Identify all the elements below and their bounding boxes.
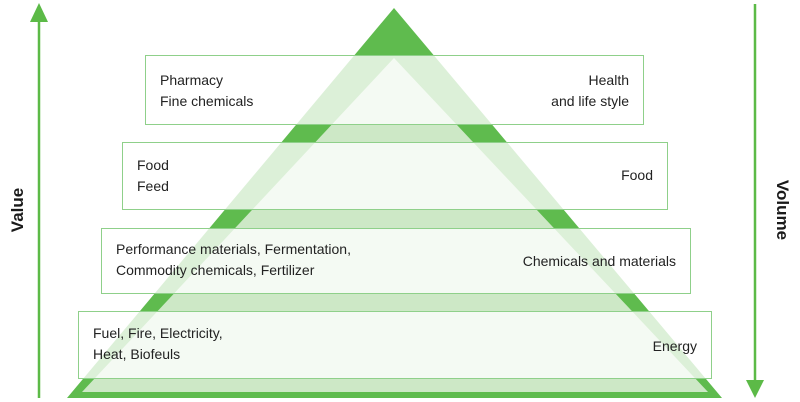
pyramid-inner-triangle xyxy=(82,58,708,392)
tier-energy: Fuel, Fire, Electricity, Heat, Biofeuls … xyxy=(78,311,712,379)
volume-arrow-head xyxy=(746,380,764,398)
volume-axis-label: Volume xyxy=(773,179,792,241)
tier-health-right-text: Health and life style xyxy=(551,70,629,112)
value-axis-label: Value xyxy=(8,187,27,233)
value-arrow-head xyxy=(30,3,48,22)
tier-food-right-line-1: Food xyxy=(621,167,653,183)
tier-health: Pharmacy Fine chemicals Health and life … xyxy=(145,55,644,125)
tier-energy-left-line-1: Fuel, Fire, Electricity, xyxy=(93,325,223,341)
tier-energy-right-text: Energy xyxy=(653,336,697,357)
tier-chemicals-left-line-1: Performance materials, Fermentation, xyxy=(116,241,351,257)
tier-health-right-line-1: Health xyxy=(588,72,629,88)
tier-health-right-line-2: and life style xyxy=(551,93,629,109)
tier-health-left-line-2: Fine chemicals xyxy=(160,93,254,109)
tier-energy-left-line-2: Heat, Biofeuls xyxy=(93,346,181,362)
tier-energy-left-text: Fuel, Fire, Electricity, Heat, Biofeuls xyxy=(93,323,223,365)
tier-chemicals: Performance materials, Fermentation, Com… xyxy=(101,228,691,294)
tier-chemicals-left-line-2: Commodity chemicals, Fertilizer xyxy=(116,262,315,278)
tier-food-left-line-1: Food xyxy=(137,157,169,173)
tier-chemicals-right-text: Chemicals and materials xyxy=(523,251,676,272)
tier-food-right-text: Food xyxy=(621,165,653,186)
tier-energy-right-line-1: Energy xyxy=(652,338,697,354)
tier-food-left-text: Food Feed xyxy=(137,155,169,197)
tier-chemicals-right-line-1: Chemicals and materials xyxy=(522,253,676,269)
volume-arrow xyxy=(746,4,764,398)
tier-food-left-line-2: Feed xyxy=(137,178,169,194)
tier-health-left-line-1: Pharmacy xyxy=(160,72,224,88)
value-arrow xyxy=(30,3,48,398)
tier-food: Food Feed Food xyxy=(122,142,668,210)
tier-health-left-text: Pharmacy Fine chemicals xyxy=(160,70,253,112)
tier-chemicals-left-text: Performance materials, Fermentation, Com… xyxy=(116,239,351,281)
